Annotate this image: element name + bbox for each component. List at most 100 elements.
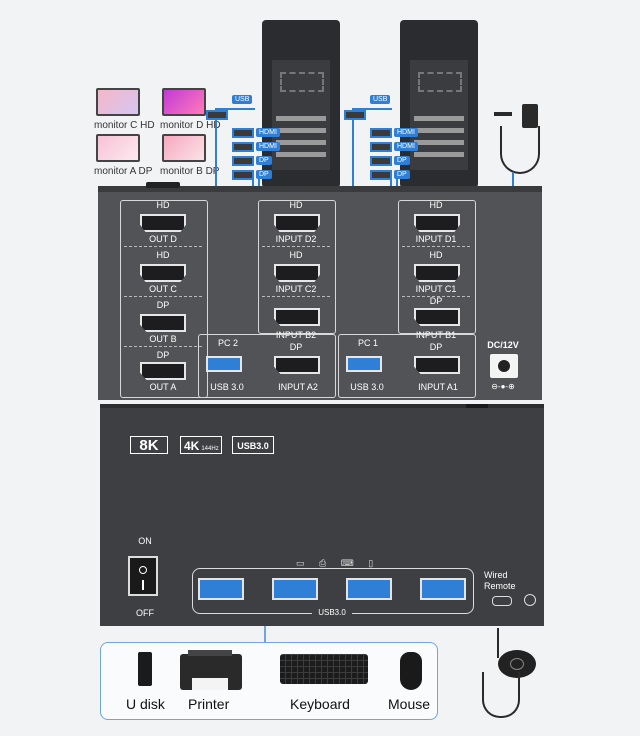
pc2-usb-plug <box>206 110 228 120</box>
dc-polarity-label: ⊖-●-⊕ <box>491 382 515 391</box>
input-c1-label: INPUT C1 <box>415 284 457 294</box>
power-switch[interactable] <box>128 556 158 596</box>
pc2-hdmi-tag-2: HDMI <box>256 142 280 151</box>
power-adapter-icon <box>522 104 538 128</box>
monitor-c-label: monitor C HD <box>94 120 155 131</box>
input-a1-port <box>414 356 460 374</box>
wired-remote-port[interactable] <box>492 596 512 606</box>
mouse-icon <box>400 652 422 690</box>
out-c-label: OUT C <box>149 284 177 294</box>
front-usb-port-1[interactable] <box>198 578 244 600</box>
input-b2-port <box>274 308 320 326</box>
keyboard-label: Keyboard <box>290 696 350 712</box>
pc1-usb-tag: USB <box>370 95 391 104</box>
monitor-d-label: monitor D HD <box>160 120 221 131</box>
out-hd-1-label: HD <box>156 200 170 210</box>
pc1-hd-1-label: HD <box>429 200 443 210</box>
pc1-dp-tag-1: DP <box>394 156 410 165</box>
kvm-back-panel: HD OUT D HD OUT C DP OUT B DP OUT A HD I… <box>98 182 542 400</box>
peripherals-frame <box>100 642 438 720</box>
input-c1-port <box>414 264 460 282</box>
input-a2-port <box>274 356 320 374</box>
pc2-usb-tag: USB <box>232 95 253 104</box>
input-b1-port <box>414 308 460 326</box>
input-d2-label: INPUT D2 <box>275 234 317 244</box>
pc2-dp-2-label: DP <box>289 342 303 352</box>
pc1-hdmi-tag-1: HDMI <box>394 128 418 137</box>
pc2-hdmi-plug-1 <box>232 128 254 138</box>
usb-device-icons: ▭ ⎙ ⌨ ▯ <box>296 558 380 568</box>
out-b-label: OUT B <box>149 334 177 344</box>
pc1-usb-label: USB 3.0 <box>350 382 384 392</box>
out-a-label: OUT A <box>149 382 177 392</box>
power-off-label: OFF <box>136 608 154 618</box>
input-a2-label: INPUT A2 <box>278 382 318 392</box>
power-on-label: ON <box>138 536 152 546</box>
pc2-dp-tag-2: DP <box>256 170 272 179</box>
pc2-dp-plug-1 <box>232 156 254 166</box>
monitor-a-icon <box>96 134 140 162</box>
dc-power-jack <box>490 354 518 378</box>
out-d-label: OUT D <box>149 234 177 244</box>
input-c2-label: INPUT C2 <box>275 284 317 294</box>
input-d1-label: INPUT D1 <box>415 234 457 244</box>
front-usb-port-2[interactable] <box>272 578 318 600</box>
monitor-b-label: monitor B DP <box>160 166 220 177</box>
pc1-dp-plug-1 <box>370 156 392 166</box>
out-b-port <box>140 314 186 332</box>
input-a1-label: INPUT A1 <box>418 382 458 392</box>
pc2-hd-2-label: HD <box>289 250 303 260</box>
keyboard-icon <box>280 654 368 684</box>
pc2-hdmi-plug-2 <box>232 142 254 152</box>
badge-usb3: USB3.0 <box>232 436 274 454</box>
mouse-label: Mouse <box>388 696 431 712</box>
pc1-hdmi-tag-2: HDMI <box>394 142 418 151</box>
printer-label: Printer <box>188 696 230 712</box>
remote-icon <box>524 594 536 606</box>
pc1-dp-tag-2: DP <box>394 170 410 179</box>
out-dp-1-label: DP <box>156 300 170 310</box>
pc1-dp-2-label: DP <box>429 342 443 352</box>
pc1-hdmi-plug-2 <box>370 142 392 152</box>
pc2-usb-label: USB 3.0 <box>210 382 244 392</box>
front-usb-port-3[interactable] <box>346 578 392 600</box>
u-disk-label: U disk <box>126 696 165 712</box>
out-a-port <box>140 362 186 380</box>
monitor-a-label: monitor A DP <box>94 166 153 177</box>
pc1-hd-2-label: HD <box>429 250 443 260</box>
out-c-port <box>140 264 186 282</box>
wired-remote-label: Wired Remote <box>484 570 516 591</box>
pc2-hdmi-tag-1: HDMI <box>256 128 280 137</box>
input-b1-label: INPUT B1 <box>415 330 457 340</box>
input-d2-port <box>274 214 320 232</box>
front-usb-label: USB3.0 <box>312 608 352 617</box>
pc1-usb-plug <box>344 110 366 120</box>
out-d-port <box>140 214 186 232</box>
monitor-d-icon <box>162 88 206 116</box>
pc2-dp-tag-1: DP <box>256 156 272 165</box>
usb-disk-icon <box>138 652 152 686</box>
badge-8k: 8K <box>130 436 168 454</box>
pc1-usb-port <box>346 356 382 372</box>
out-dp-2-label: DP <box>156 350 170 360</box>
pc2-usb-port <box>206 356 242 372</box>
monitor-c-icon <box>96 88 140 116</box>
dc-power-label: DC/12V <box>487 340 519 350</box>
printer-icon <box>180 650 242 690</box>
pc2-label: PC 2 <box>217 338 238 348</box>
pc1-tower <box>400 20 478 188</box>
pc2-dp-plug-2 <box>232 170 254 180</box>
out-hd-2-label: HD <box>156 250 170 260</box>
pc1-label: PC 1 <box>357 338 378 348</box>
pc2-hd-1-label: HD <box>289 200 303 210</box>
front-usb-port-4[interactable] <box>420 578 466 600</box>
input-d1-port <box>414 214 460 232</box>
pc1-dp-1-label: DP <box>429 296 443 306</box>
input-c2-port <box>274 264 320 282</box>
input-b2-label: INPUT B2 <box>275 330 317 340</box>
pc1-hdmi-plug-1 <box>370 128 392 138</box>
pc1-dp-plug-2 <box>370 170 392 180</box>
pc2-tower <box>262 20 340 188</box>
